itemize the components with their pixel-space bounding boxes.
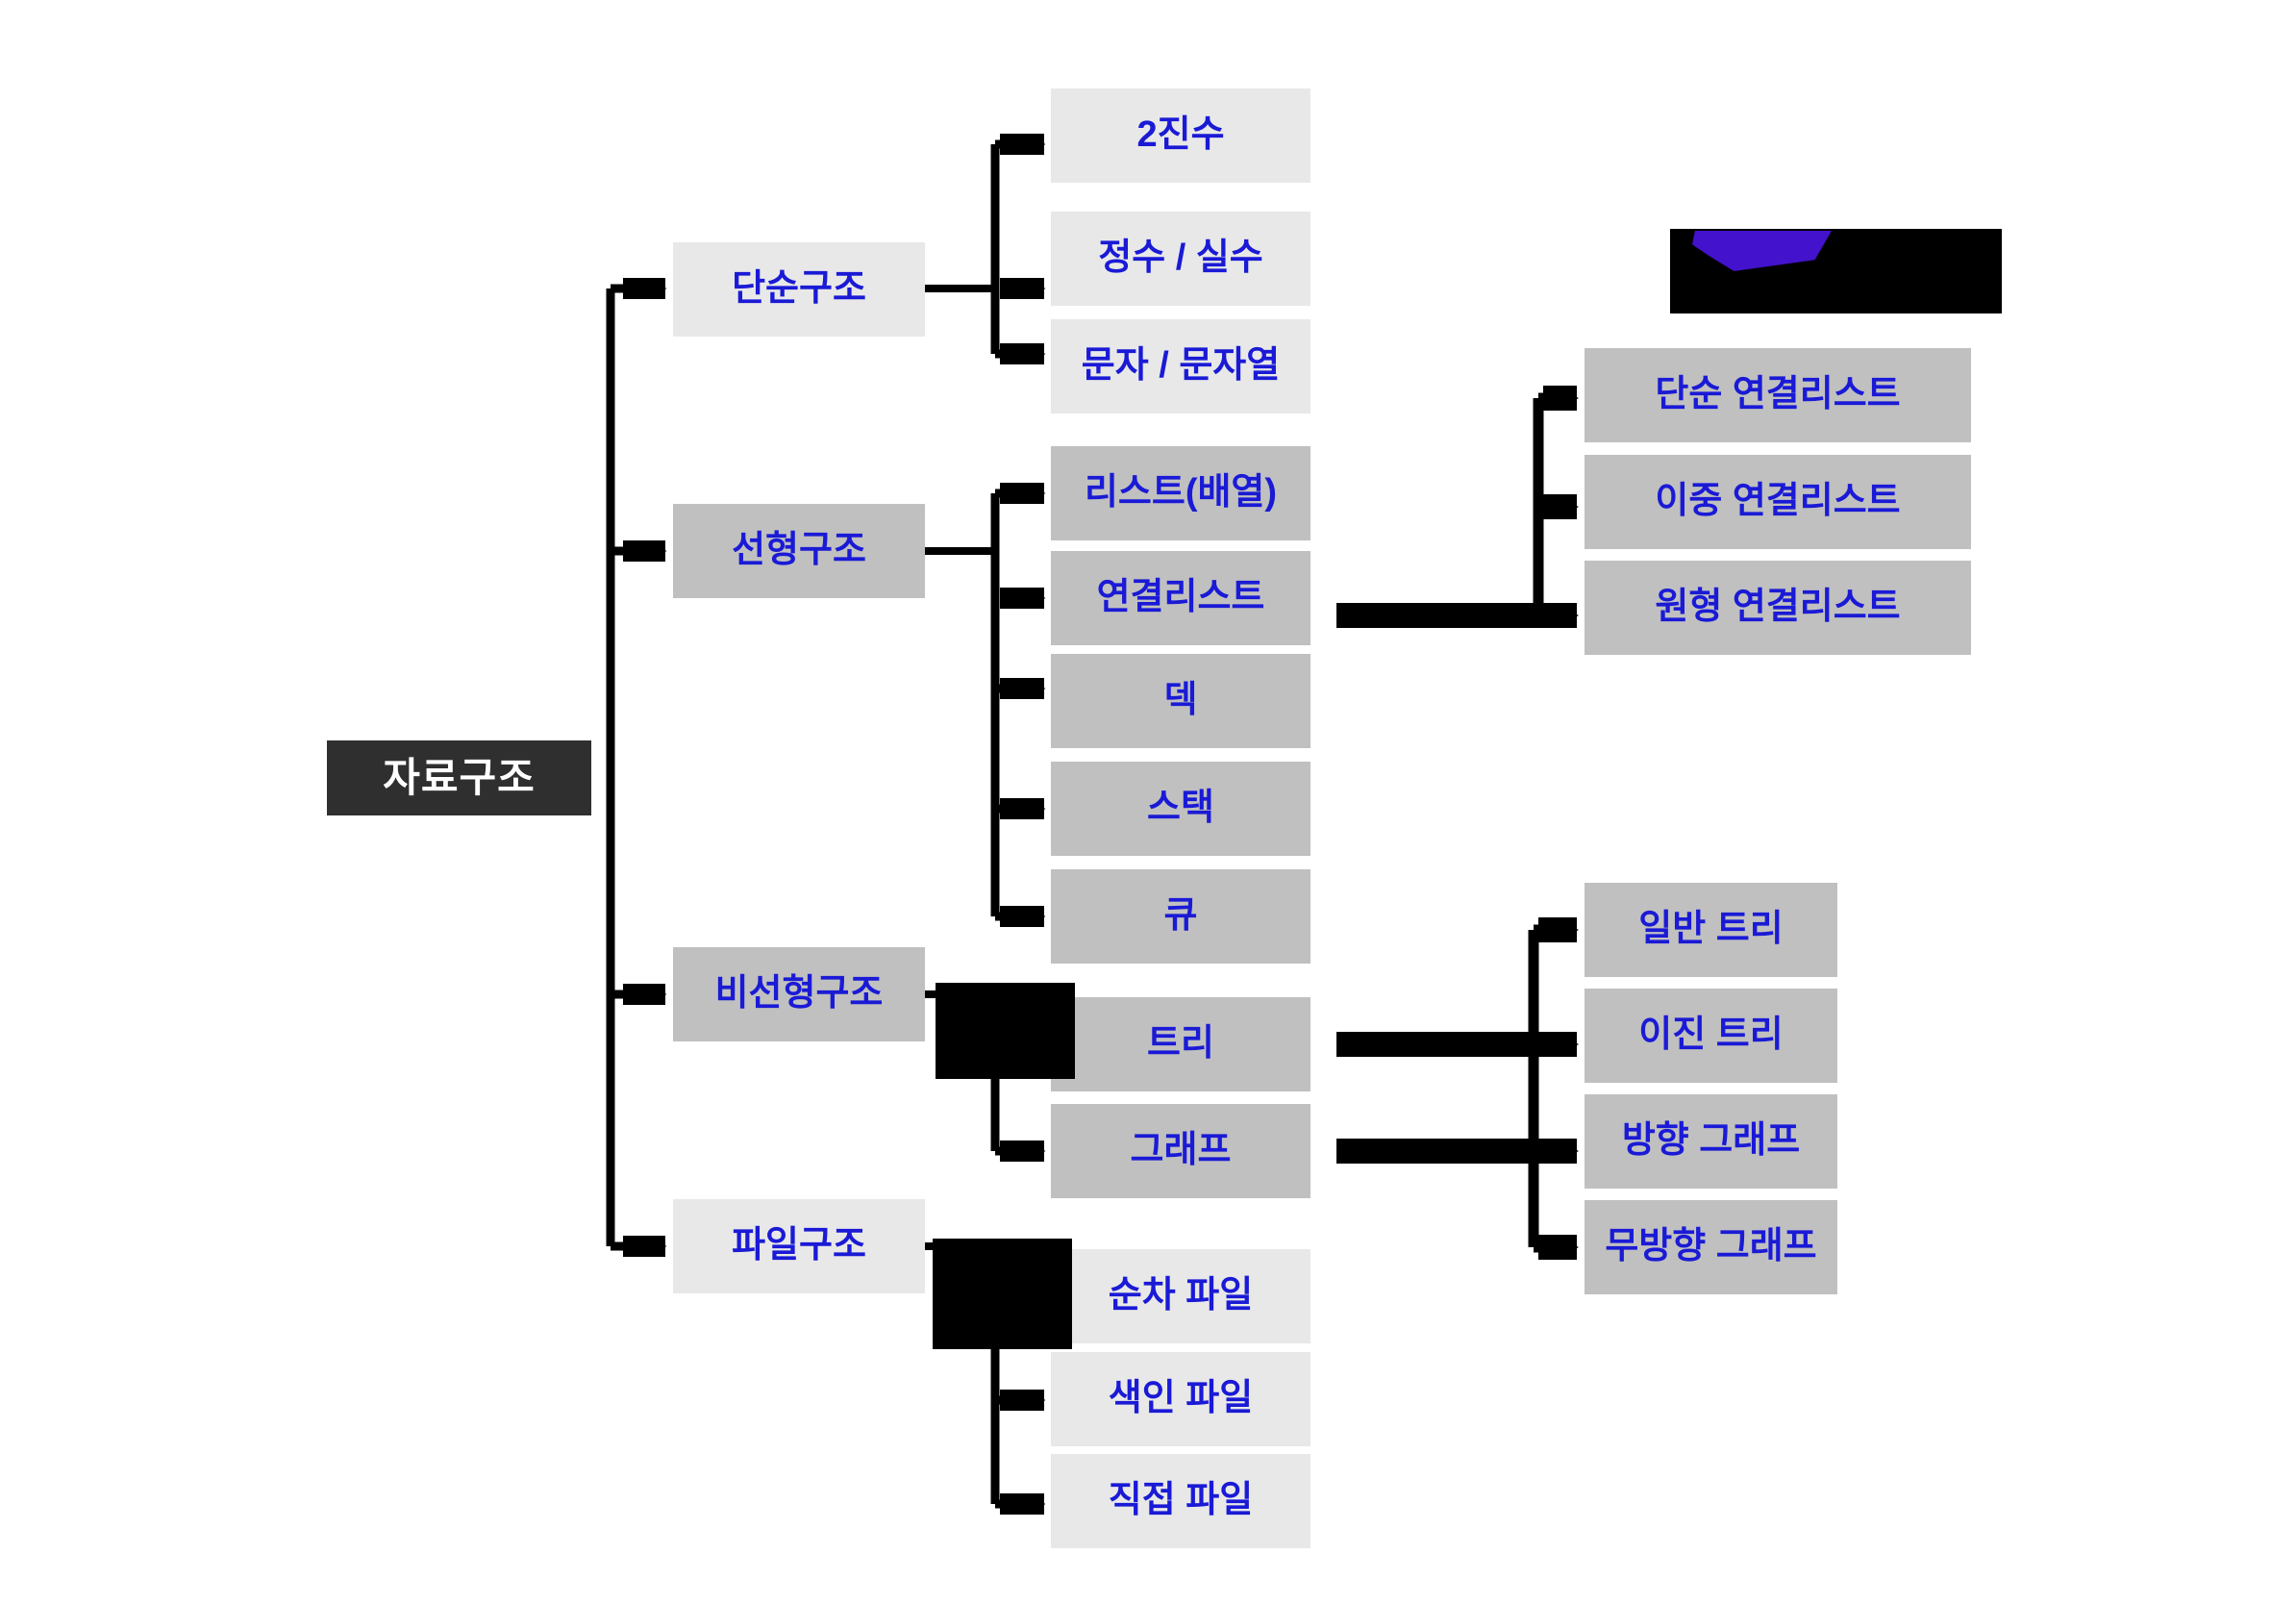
node-label: 2진수	[1136, 114, 1225, 156]
node-integer-real[interactable]: 정수 / 실수	[1051, 212, 1310, 306]
node-label: 원형 연결리스트	[1655, 587, 1901, 628]
redaction-block-file	[933, 1239, 1072, 1349]
node-root[interactable]: 자료구조	[327, 740, 591, 815]
linkedlist-arrows	[1336, 386, 1579, 628]
node-label: 비선형구조	[714, 973, 884, 1015]
node-stack[interactable]: 스택	[1051, 762, 1310, 856]
simple-struct-connectors	[925, 139, 1029, 359]
node-label: 그래프	[1130, 1130, 1232, 1171]
node-label: 무방향 그래프	[1605, 1226, 1817, 1267]
node-directed-graph[interactable]: 방향 그래프	[1585, 1094, 1837, 1189]
node-label: 색인 파일	[1108, 1378, 1254, 1419]
node-singly-linked-list[interactable]: 단순 연결리스트	[1585, 348, 1971, 442]
node-direct-file[interactable]: 직접 파일	[1051, 1454, 1310, 1548]
node-linked-list[interactable]: 연결리스트	[1051, 551, 1310, 645]
node-label: 직접 파일	[1108, 1480, 1254, 1521]
node-undirected-graph[interactable]: 무방향 그래프	[1585, 1200, 1837, 1294]
node-label: 정수 / 실수	[1098, 238, 1263, 279]
node-sequential-file[interactable]: 순차 파일	[1051, 1249, 1310, 1343]
node-nonlinear-structure[interactable]: 비선형구조	[673, 947, 925, 1041]
root-trunk	[606, 284, 661, 1251]
node-queue[interactable]: 큐	[1051, 869, 1310, 964]
node-deque[interactable]: 덱	[1051, 654, 1310, 748]
node-label: 문자 / 문자열	[1081, 345, 1281, 387]
node-char-string[interactable]: 문자 / 문자열	[1051, 319, 1310, 414]
node-label: 파일구조	[732, 1225, 866, 1266]
linear-struct-connectors	[925, 489, 1029, 921]
node-label: 일반 트리	[1638, 909, 1784, 950]
node-label: 선형구조	[732, 530, 866, 571]
node-label: 연결리스트	[1096, 577, 1265, 618]
node-linear-structure[interactable]: 선형구조	[673, 504, 925, 598]
root-branch-arrows	[623, 278, 667, 1257]
node-general-tree[interactable]: 일반 트리	[1585, 883, 1837, 977]
linear-struct-arrows	[1000, 483, 1046, 927]
node-label: 덱	[1163, 680, 1198, 721]
redaction-block-nonlinear	[936, 983, 1075, 1079]
node-circular-linked-list[interactable]: 원형 연결리스트	[1585, 561, 1971, 655]
node-label: 큐	[1163, 895, 1198, 937]
tree-graph-connectors	[1528, 924, 1577, 1253]
node-label: 이진 트리	[1638, 1015, 1784, 1056]
node-file-structure[interactable]: 파일구조	[673, 1199, 925, 1293]
linkedlist-connectors	[1533, 392, 1577, 615]
simple-struct-arrows	[1000, 134, 1046, 364]
node-list-array[interactable]: 리스트(배열)	[1051, 446, 1310, 540]
node-graph[interactable]: 그래프	[1051, 1104, 1310, 1198]
node-binary-tree[interactable]: 이진 트리	[1585, 989, 1837, 1083]
node-binary-number[interactable]: 2진수	[1051, 88, 1310, 183]
node-label: 스택	[1147, 788, 1214, 829]
node-indexed-file[interactable]: 색인 파일	[1051, 1352, 1310, 1446]
node-label: 리스트(배열)	[1084, 472, 1278, 514]
node-doubly-linked-list[interactable]: 이중 연결리스트	[1585, 455, 1971, 549]
node-tree[interactable]: 트리	[1051, 997, 1310, 1091]
node-label: 단순 연결리스트	[1655, 374, 1901, 415]
node-label: 트리	[1147, 1023, 1214, 1065]
node-label: 단순구조	[732, 268, 866, 310]
tree-graph-arrows	[1336, 917, 1579, 1260]
node-label: 순차 파일	[1108, 1275, 1254, 1316]
node-simple-structure[interactable]: 단순구조	[673, 242, 925, 337]
node-label: 방향 그래프	[1621, 1120, 1801, 1162]
node-label: 이중 연결리스트	[1655, 481, 1901, 522]
node-root-label: 자료구조	[383, 754, 536, 800]
